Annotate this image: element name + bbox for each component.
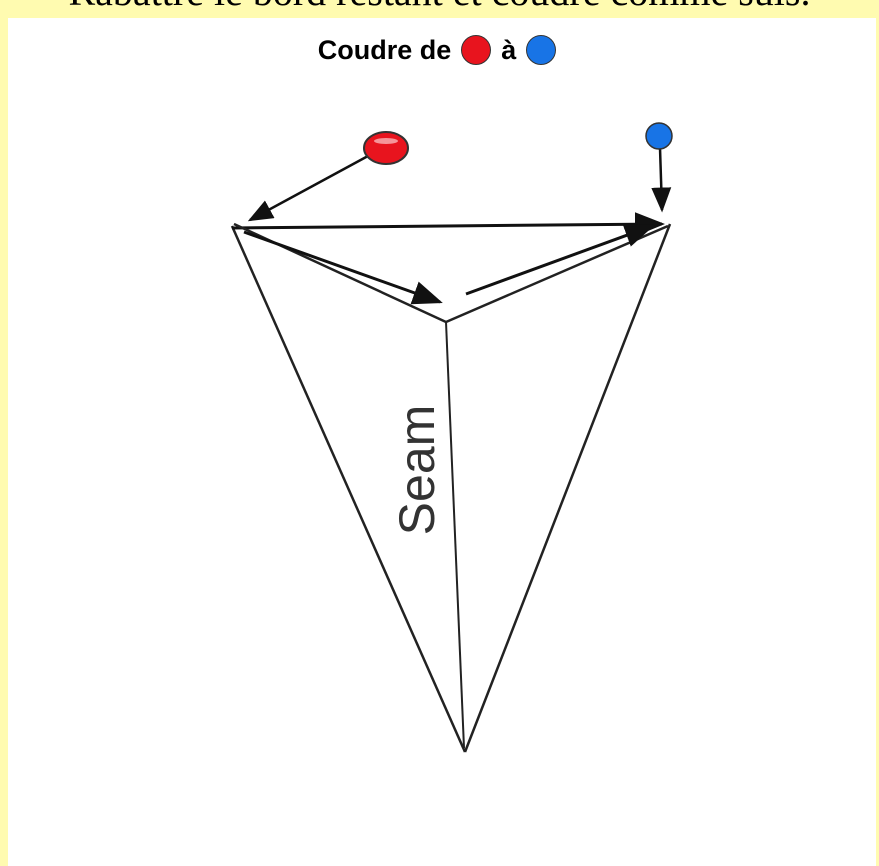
seam-label: Seam bbox=[389, 405, 445, 536]
red-start-marker-icon bbox=[363, 131, 409, 165]
instruction-heading: Rabattre le bord restant et coudre comme… bbox=[0, 0, 879, 16]
fold-right-line bbox=[445, 224, 669, 324]
red-marker-highlight bbox=[374, 138, 398, 144]
red-dot-icon bbox=[461, 35, 492, 65]
cone-left-edge bbox=[230, 225, 467, 753]
blue-dot-icon bbox=[526, 35, 557, 65]
inner-arrow-left bbox=[243, 230, 443, 305]
cone-right-edge bbox=[463, 223, 672, 753]
seam-line bbox=[445, 321, 465, 749]
blue-end-marker-icon bbox=[645, 122, 673, 150]
legend-middle: à bbox=[501, 34, 517, 65]
end-arrow bbox=[651, 147, 672, 213]
diagram-panel: Coudre de à bbox=[8, 18, 876, 866]
top-edge-arrow bbox=[231, 212, 665, 237]
legend-prefix: Coudre de bbox=[317, 34, 452, 65]
start-arrow bbox=[247, 154, 369, 222]
inner-arrow-right bbox=[465, 224, 655, 296]
legend: Coudre de à bbox=[8, 30, 876, 70]
